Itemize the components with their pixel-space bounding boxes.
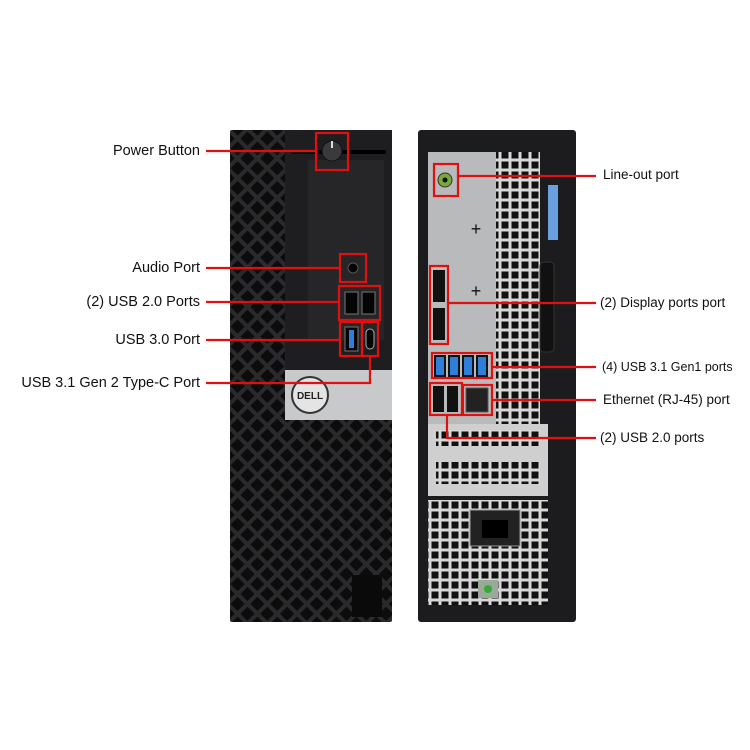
front-tower: DELL bbox=[230, 130, 392, 622]
label-line-out: Line-out port bbox=[603, 167, 679, 182]
label-usb2-ports-rear: (2) USB 2.0 ports bbox=[600, 430, 705, 445]
usb3-port-icon bbox=[349, 330, 354, 348]
label-usb-c-port: USB 3.1 Gen 2 Type-C Port bbox=[21, 375, 200, 391]
svg-text:+: + bbox=[471, 219, 482, 239]
svg-text:DELL: DELL bbox=[297, 391, 323, 402]
label-ethernet: Ethernet (RJ-45) port bbox=[603, 392, 730, 407]
usb-c-port-icon bbox=[365, 328, 375, 350]
audio-jack-icon bbox=[347, 262, 359, 274]
callouts bbox=[206, 131, 596, 440]
label-usb2-ports-front: (2) USB 2.0 Ports bbox=[86, 294, 200, 310]
label-display-ports: (2) Display ports port bbox=[600, 295, 726, 310]
label-usb3-port: USB 3.0 Port bbox=[115, 332, 200, 348]
rear-tower: + + bbox=[418, 130, 576, 622]
label-usb31-ports: (4) USB 3.1 Gen1 ports bbox=[602, 360, 733, 374]
dell-logo bbox=[291, 376, 329, 414]
ethernet-port-icon bbox=[465, 387, 489, 413]
latch-icon bbox=[548, 185, 558, 240]
label-power-button: Power Button bbox=[112, 143, 200, 159]
svg-text:+: + bbox=[471, 281, 482, 301]
label-audio-port: Audio Port bbox=[132, 260, 200, 276]
